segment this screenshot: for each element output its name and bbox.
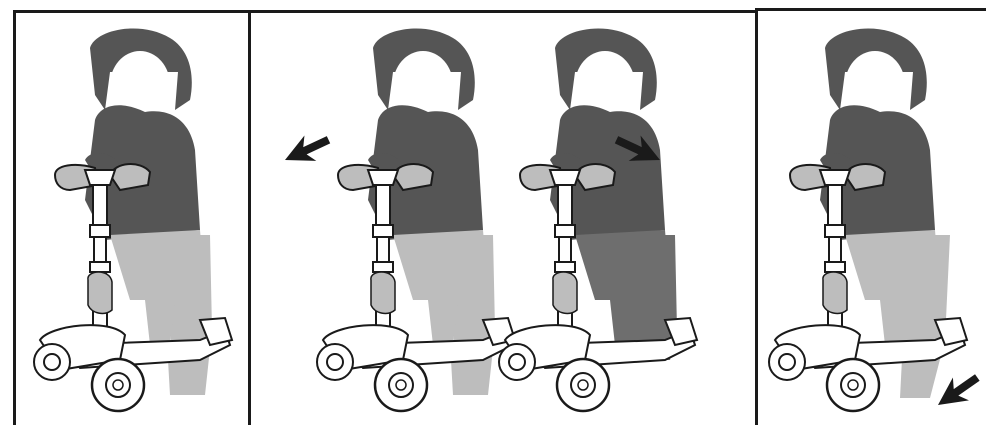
- panel-2: [279, 29, 697, 411]
- arrow-icon: [279, 127, 334, 173]
- arrow-icon: [930, 366, 985, 416]
- panel-1: [34, 29, 232, 411]
- panel-3: [769, 29, 985, 417]
